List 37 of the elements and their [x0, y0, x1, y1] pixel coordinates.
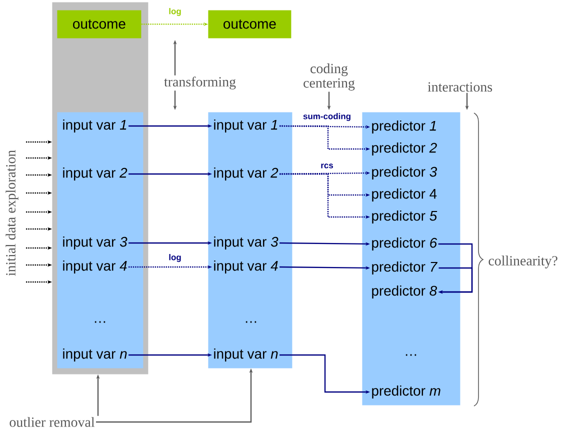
- ellipsis: …: [406, 354, 416, 356]
- variable-label: predictor 3: [372, 166, 437, 180]
- variable-label: predictor 6: [372, 238, 438, 250]
- variable-label: predictor 1: [372, 120, 436, 134]
- variable-label: predictor m: [372, 386, 440, 398]
- variable-label: predictor 4: [372, 188, 437, 202]
- edge-label: rcs: [320, 163, 334, 169]
- variable-label: input var 4: [214, 260, 278, 274]
- column-background: [57, 112, 144, 368]
- variable-label: input var 4: [63, 260, 127, 274]
- variable-label: predictor 2: [372, 142, 437, 156]
- variable-label: input var n: [214, 348, 278, 362]
- outcome-box: outcome: [208, 10, 292, 38]
- annotation: coding centering: [304, 63, 355, 91]
- variable-label: input var 1: [214, 120, 278, 132]
- variable-label: input var 2: [63, 168, 128, 180]
- annotation: collinearity?: [488, 256, 558, 268]
- variable-label: input var 3: [214, 236, 278, 250]
- annotation: transforming: [164, 76, 236, 90]
- variable-label: input var n: [63, 348, 127, 362]
- variable-label: predictor 8: [372, 286, 437, 298]
- column-background: [208, 112, 292, 368]
- variable-label: predictor 5: [372, 210, 438, 224]
- ellipsis: …: [246, 321, 256, 323]
- annotation: interactions: [428, 82, 492, 92]
- rotated-label: initial data exploration: [6, 150, 18, 276]
- variable-label: predictor 7: [372, 262, 438, 274]
- outcome-box: outcome: [57, 10, 142, 38]
- variable-label: input var 2: [214, 168, 278, 180]
- ellipsis: …: [94, 321, 106, 323]
- edge-label: log: [168, 254, 182, 262]
- column-background: [362, 112, 460, 406]
- edge-label: log: [168, 8, 182, 16]
- variable-label: input var 1: [63, 120, 126, 132]
- variable-label: input var 3: [63, 236, 128, 250]
- annotation: outlier removal: [10, 417, 95, 427]
- edge-label: sum-coding: [302, 112, 352, 122]
